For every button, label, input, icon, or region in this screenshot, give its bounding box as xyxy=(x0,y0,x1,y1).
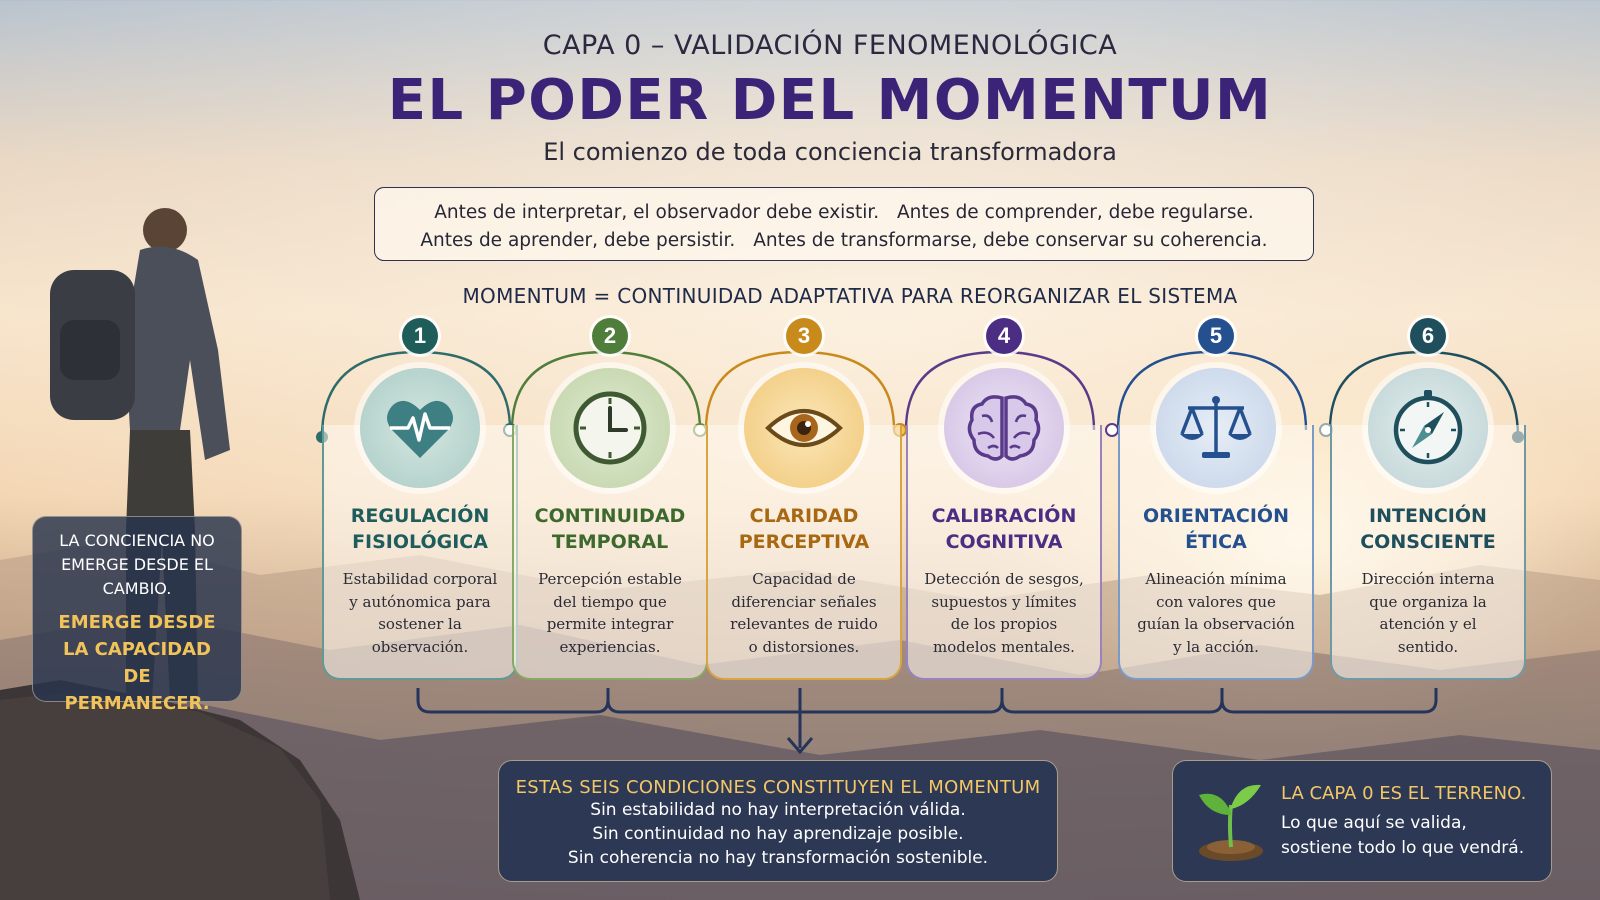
desc-line: Estabilidad corporal xyxy=(342,570,498,588)
step-number: 3 xyxy=(786,318,822,354)
page-title: EL PODER DEL MOMENTUM xyxy=(387,68,1273,133)
clock-icon xyxy=(550,368,670,488)
side-note-line-2: EMERGE DESDE LA CAPACIDAD DE PERMANECER. xyxy=(58,612,216,714)
card-title-line: CLARIDAD xyxy=(749,505,859,527)
sprout-icon xyxy=(1199,784,1263,861)
layer-label: CAPA 0 – VALIDACIÓN FENOMENOLÓGICA xyxy=(542,30,1118,61)
terrain-box: LA CAPA 0 ES EL TERRENO. Lo que aquí se … xyxy=(1172,760,1552,882)
desc-line: Capacidad de xyxy=(752,570,856,588)
desc-line: o distorsiones. xyxy=(748,637,860,656)
condition-card-2: 2 CONTINUIDAD TEMPORAL Percepción establ… xyxy=(512,318,708,682)
intro-line-2b: Antes de transformarse, debe conservar s… xyxy=(753,230,1268,251)
desc-line: modelos mentales. xyxy=(933,637,1075,656)
terrain-title: LA CAPA 0 ES EL TERRENO. xyxy=(1281,783,1527,804)
compass-icon xyxy=(1368,368,1488,488)
card-title-line: REGULACIÓN xyxy=(350,505,490,527)
desc-line: y la acción. xyxy=(1173,637,1259,656)
card-title: CONTINUIDAD TEMPORAL xyxy=(512,503,708,555)
desc-line: observación. xyxy=(371,637,469,656)
desc-line: Dirección interna xyxy=(1361,570,1495,588)
intro-line-1b: Antes de comprender, debe regularse. xyxy=(897,202,1254,223)
summary-title: ESTAS SEIS CONDICIONES CONSTITUYEN EL MO… xyxy=(515,777,1041,798)
desc-line: de los propios xyxy=(950,615,1058,633)
heart-pulse-icon xyxy=(360,368,480,488)
desc-line: relevantes de ruido xyxy=(730,615,878,633)
desc-line: Detección de sesgos, xyxy=(924,570,1084,588)
desc-line: Alineación mínima xyxy=(1145,570,1287,588)
summary-box: ESTAS SEIS CONDICIONES CONSTITUYEN EL MO… xyxy=(498,760,1058,882)
card-title: CALIBRACIÓN COGNITIVA xyxy=(906,503,1102,555)
desc-line: supuestos y límites xyxy=(931,592,1077,611)
desc-line: con valores que xyxy=(1156,592,1276,611)
page-subtitle: El comienzo de toda conciencia transform… xyxy=(543,138,1117,166)
card-title-line: CONSCIENTE xyxy=(1360,531,1496,553)
card-description: Detección de sesgos, supuestos y límites… xyxy=(920,568,1088,658)
card-title-line: ÉTICA xyxy=(1185,531,1247,553)
side-note-line-1: LA CONCIENCIA NO EMERGE DESDE EL CAMBIO. xyxy=(59,531,215,598)
card-description: Estabilidad corporal y autónomica para s… xyxy=(336,568,504,658)
step-number: 4 xyxy=(986,318,1022,354)
intro-line-1a: Antes de interpretar, el observador debe… xyxy=(434,202,880,223)
step-number: 6 xyxy=(1410,318,1446,354)
card-title: ORIENTACIÓN ÉTICA xyxy=(1118,503,1314,555)
desc-line: y autónomica para xyxy=(349,592,491,611)
momentum-definition: MOMENTUM = CONTINUIDAD ADAPTATIVA PARA R… xyxy=(462,284,1238,308)
condition-card-5: 5 ORIENTACIÓN ÉTICA Alineación mínima co… xyxy=(1118,318,1314,682)
summary-line-2: Sin continuidad no hay aprendizaje posib… xyxy=(592,824,964,844)
card-title: INTENCIÓN CONSCIENTE xyxy=(1330,503,1526,555)
eye-icon xyxy=(744,368,864,488)
card-title-line: INTENCIÓN xyxy=(1369,505,1487,527)
card-title: REGULACIÓN FISIOLÓGICA xyxy=(322,503,518,555)
step-number: 2 xyxy=(592,318,628,354)
summary-line-1: Sin estabilidad no hay interpretación vá… xyxy=(590,800,966,820)
desc-line: sentido. xyxy=(1397,637,1459,656)
terrain-line-1: Lo que aquí se valida, xyxy=(1281,813,1467,833)
intro-box: Antes de interpretar, el observador debe… xyxy=(374,187,1314,261)
desc-line: que organiza la xyxy=(1369,592,1487,611)
desc-line: atención y el xyxy=(1379,615,1477,633)
step-number: 5 xyxy=(1198,318,1234,354)
desc-line: permite integrar xyxy=(546,615,674,633)
card-title-line: FISIOLÓGICA xyxy=(352,531,488,553)
condition-card-3: 3 CLARIDAD PERCEPTIVA Capacidad de difer… xyxy=(706,318,902,682)
step-number: 1 xyxy=(402,318,438,354)
condition-card-4: 4 CALIBRACIÓN COGNITIVA Detección de ses… xyxy=(906,318,1102,682)
balance-scale-icon xyxy=(1156,368,1276,488)
card-title-line: PERCEPTIVA xyxy=(738,531,870,553)
card-title-line: ORIENTACIÓN xyxy=(1143,505,1289,527)
desc-line: experiencias. xyxy=(559,637,661,656)
desc-line: diferenciar señales xyxy=(731,592,877,611)
card-title: CLARIDAD PERCEPTIVA xyxy=(706,503,902,555)
card-description: Capacidad de diferenciar señales relevan… xyxy=(720,568,888,658)
condition-card-1: 1 REGULACIÓN FISIOLÓGICA Estabilidad cor… xyxy=(322,318,518,682)
card-title-line: COGNITIVA xyxy=(945,531,1063,553)
desc-line: Percepción estable xyxy=(538,570,682,588)
intro-line-2a: Antes de aprender, debe persistir. xyxy=(420,230,736,251)
card-title-line: CONTINUIDAD xyxy=(534,505,686,527)
card-title-line: TEMPORAL xyxy=(551,531,669,553)
terrain-line-2: sostiene todo lo que vendrá. xyxy=(1281,838,1525,858)
summary-line-3: Sin coherencia no hay transformación sos… xyxy=(567,848,989,868)
desc-line: sostener la xyxy=(378,615,462,633)
card-description: Dirección interna que organiza la atenci… xyxy=(1344,568,1512,658)
card-title-line: CALIBRACIÓN xyxy=(931,505,1077,527)
desc-line: guían la observación xyxy=(1137,615,1295,633)
card-description: Percepción estable del tiempo que permit… xyxy=(526,568,694,658)
condition-card-6: 6 INTENCIÓN CONSCIENTE Dirección interna… xyxy=(1330,318,1526,682)
card-description: Alineación mínima con valores que guían … xyxy=(1132,568,1300,658)
side-note: LA CONCIENCIA NO EMERGE DESDE EL CAMBIO.… xyxy=(32,516,242,714)
brain-icon xyxy=(944,368,1064,488)
desc-line: del tiempo que xyxy=(553,592,667,611)
